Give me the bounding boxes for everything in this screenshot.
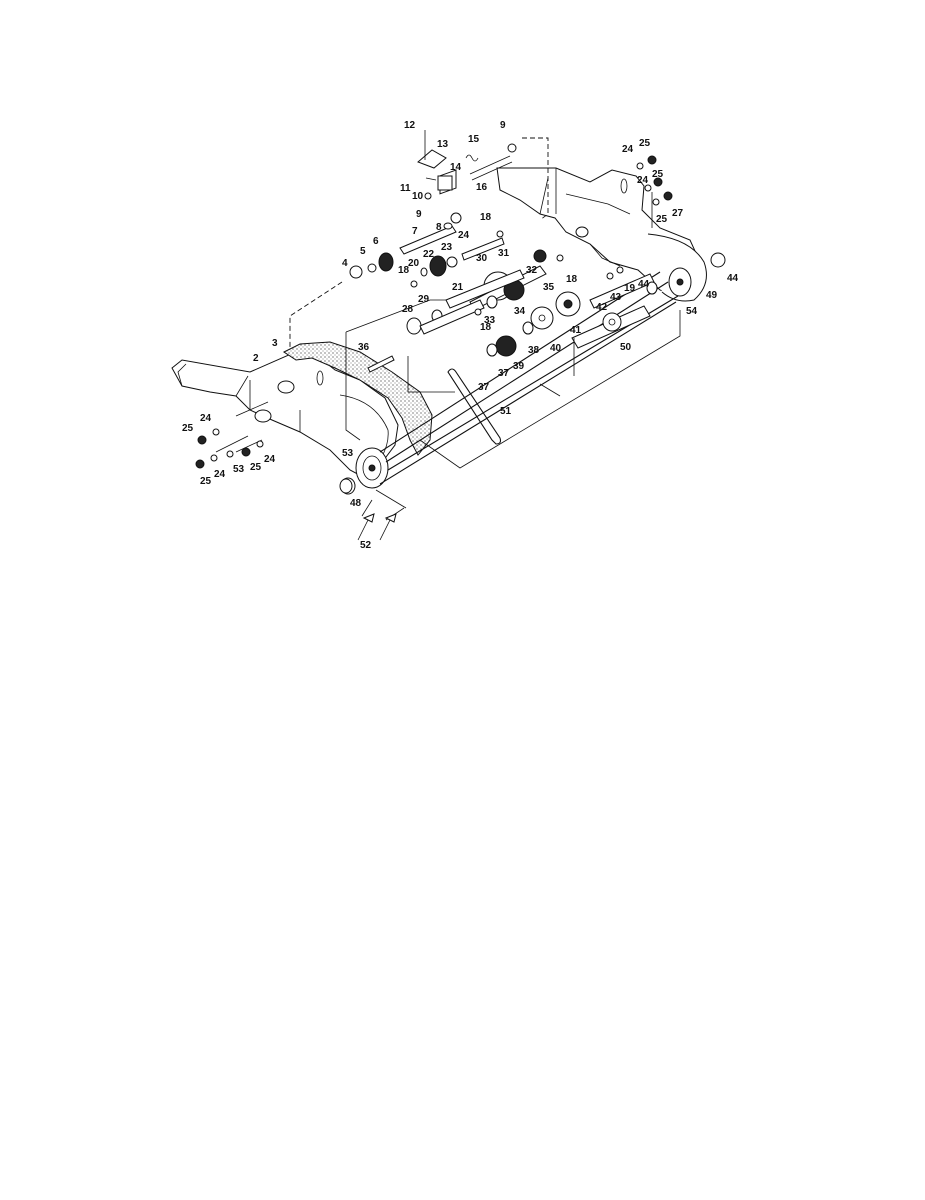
callout-labels: 2 3 4 5 6 7 8 9 9 10 11 12 13 14 15 16 1… [182, 120, 739, 551]
callout-label: 52 [360, 540, 372, 551]
callout-label: 48 [350, 498, 362, 509]
fasteners [195, 155, 673, 541]
callout-label: 31 [498, 248, 510, 259]
callout-label: 44 [638, 279, 650, 290]
callout-label: 7 [412, 226, 418, 237]
callout-label: 25 [652, 169, 664, 180]
callout-label: 53 [233, 464, 245, 475]
callout-label: 35 [543, 282, 555, 293]
callout-label: 42 [596, 302, 608, 313]
callout-label: 40 [550, 343, 562, 354]
callout-label: 10 [412, 191, 424, 202]
callout-label: 28 [402, 304, 414, 315]
callout-label: 16 [476, 182, 488, 193]
callout-label: 9 [500, 120, 506, 131]
callout-label: 25 [639, 138, 651, 149]
callout-label: 49 [706, 290, 718, 301]
callout-label: 25 [250, 462, 262, 473]
callout-label: 29 [418, 294, 430, 305]
assembly-lines [215, 192, 681, 521]
callout-label: 19 [624, 283, 636, 294]
callout-label: 25 [182, 423, 194, 434]
callout-label: 33 [484, 315, 496, 326]
callout-label: 12 [404, 120, 416, 131]
callout-label: 4 [342, 258, 348, 269]
callout-label: 5 [360, 246, 366, 257]
callout-label: 24 [637, 175, 649, 186]
right-pulley-guard [647, 233, 726, 302]
callout-label: 13 [437, 139, 449, 150]
callout-label: 18 [566, 274, 578, 285]
callout-label: 25 [200, 476, 212, 487]
callout-label: 2 [253, 353, 259, 364]
callout-label: 37 [498, 368, 510, 379]
callout-label: 9 [416, 209, 422, 220]
callout-label: 21 [452, 282, 464, 293]
callout-label: 8 [436, 222, 442, 233]
shift-lever-assembly [417, 130, 549, 221]
callout-label: 20 [408, 258, 420, 269]
callout-label: 18 [480, 322, 492, 333]
callout-label: 54 [686, 306, 698, 317]
callout-label: 38 [528, 345, 540, 356]
callout-label: 24 [200, 413, 212, 424]
callout-label: 6 [373, 236, 379, 247]
callout-label: 51 [500, 406, 512, 417]
callout-label: 14 [450, 162, 462, 173]
callout-label: 27 [672, 208, 684, 219]
callout-label: 22 [423, 249, 435, 260]
callout-label: 50 [620, 342, 632, 353]
callout-label: 24 [214, 469, 226, 480]
callout-label: 18 [480, 212, 492, 223]
callout-label: 25 [656, 214, 668, 225]
shafts-and-gears [339, 212, 658, 494]
callout-label: 39 [513, 361, 525, 372]
callout-label: 11 [400, 183, 411, 194]
callout-label: 18 [398, 265, 410, 276]
callout-label: 23 [441, 242, 453, 253]
callout-label: 53 [342, 448, 354, 459]
callout-label: 37 [478, 382, 490, 393]
callout-label: 34 [514, 306, 526, 317]
callout-label: 41 [570, 325, 582, 336]
callout-label: 43 [610, 292, 622, 303]
top-cover [283, 341, 433, 456]
callout-label: 24 [458, 230, 470, 241]
callout-label: 15 [468, 134, 480, 145]
callout-label: 36 [358, 342, 370, 353]
callout-label: 24 [622, 144, 634, 155]
callout-label: 24 [264, 454, 276, 465]
callout-label: 3 [272, 338, 278, 349]
callout-label: 30 [476, 253, 488, 264]
callout-label: 44 [727, 273, 739, 284]
callout-label: 32 [526, 265, 538, 276]
